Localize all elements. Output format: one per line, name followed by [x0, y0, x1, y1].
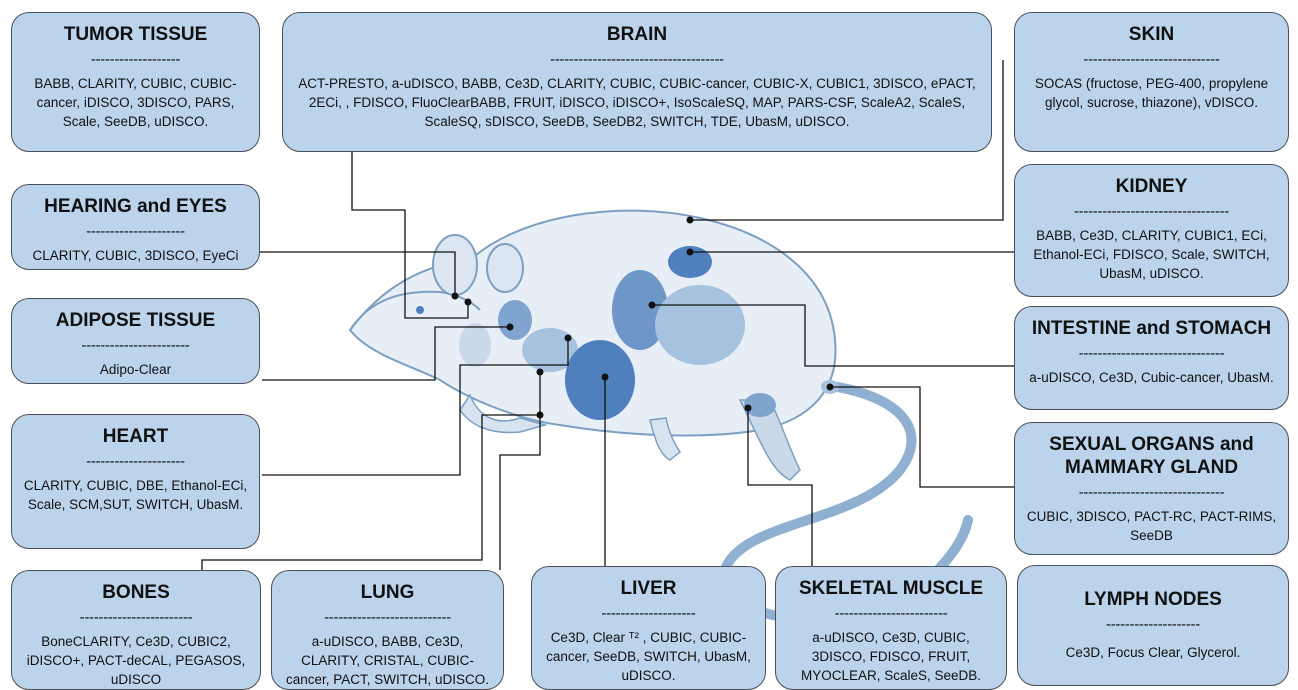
adipose-tissue-title: ADIPOSE TISSUE [12, 309, 259, 332]
bones-box: BONES ------------------------ BoneCLARI… [11, 570, 261, 690]
adipose-tissue-box: ADIPOSE TISSUE ----------------------- A… [11, 298, 260, 384]
liver-box: LIVER -------------------- Ce3D, Clear ᵀ… [531, 566, 766, 690]
lung-title: LUNG [272, 581, 503, 604]
skin-title: SKIN [1015, 23, 1288, 46]
kidney-title: KIDNEY [1015, 175, 1288, 198]
line-adipose [262, 327, 510, 380]
brain-title: BRAIN [283, 23, 991, 46]
intestine-stomach-methods: a-uDISCO, Ce3D, Cubic-cancer, UbasM. [1015, 368, 1288, 387]
sexual-organs-title: SEXUAL ORGANS and MAMMARY GLAND [1015, 433, 1288, 479]
lymph-nodes-title: LYMPH NODES [1018, 588, 1288, 611]
intestine-stomach-box: INTESTINE and STOMACH ------------------… [1014, 306, 1289, 410]
kidney-divider: --------------------------------- [1015, 204, 1288, 220]
dot-muscle [745, 405, 752, 412]
tumor-tissue-methods: BABB, CLARITY, CUBIC, CUBIC-cancer, iDIS… [12, 74, 259, 131]
lymph-nodes-methods: Ce3D, Focus Clear, Glycerol. [1018, 643, 1288, 662]
skin-methods: SOCAS (fructose, PEG-400, propylene glyc… [1015, 74, 1288, 112]
dot-bones [537, 412, 544, 419]
hearing-eyes-box: HEARING and EYES --------------------- C… [11, 184, 260, 270]
dot-hearing [452, 293, 459, 300]
line-muscle [748, 408, 812, 572]
bones-title: BONES [12, 581, 260, 604]
heart-box: HEART --------------------- CLARITY, CUB… [11, 414, 260, 549]
lung-divider: --------------------------- [272, 610, 503, 626]
liver-divider: -------------------- [532, 606, 765, 622]
skeletal-muscle-box: SKELETAL MUSCLE ------------------------… [775, 566, 1007, 690]
lung-methods: a-uDISCO, BABB, Ce3D, CLARITY, CRISTAL, … [272, 632, 503, 689]
line-lung [500, 372, 540, 570]
dot-sexual [827, 384, 834, 391]
line-sexual [830, 387, 1015, 487]
lung-box: LUNG --------------------------- a-uDISC… [271, 570, 504, 690]
dot-lung [537, 369, 544, 376]
tumor-tissue-title: TUMOR TISSUE [12, 23, 259, 46]
line-brain [352, 152, 468, 318]
skeletal-muscle-methods: a-uDISCO, Ce3D, CUBIC, 3DISCO, FDISCO, F… [776, 628, 1006, 685]
dot-liver [602, 374, 609, 381]
skin-divider: ----------------------------- [1015, 52, 1288, 68]
skin-box: SKIN ----------------------------- SOCAS… [1014, 12, 1289, 152]
bones-methods: BoneCLARITY, Ce3D, CUBIC2, iDISCO+, PACT… [12, 632, 260, 689]
brain-divider: ------------------------------------- [283, 52, 991, 68]
heart-methods: CLARITY, CUBIC, DBE, Ethanol-ECi, Scale,… [12, 476, 259, 514]
brain-methods: ACT-PRESTO, a-uDISCO, BABB, Ce3D, CLARIT… [283, 74, 991, 131]
dot-heart [565, 335, 572, 342]
kidney-box: KIDNEY ---------------------------------… [1014, 164, 1289, 297]
dot-adipose [507, 324, 514, 331]
heart-divider: --------------------- [12, 454, 259, 470]
tumor-tissue-box: TUMOR TISSUE ------------------- BABB, C… [11, 12, 260, 152]
liver-title: LIVER [532, 577, 765, 600]
liver-methods: Ce3D, Clear ᵀ² , CUBIC, CUBIC-cancer, Se… [532, 628, 765, 685]
hearing-eyes-divider: --------------------- [12, 224, 259, 240]
skeletal-muscle-title: SKELETAL MUSCLE [776, 577, 1006, 600]
hearing-eyes-title: HEARING and EYES [12, 195, 259, 218]
bones-divider: ------------------------ [12, 610, 260, 626]
dot-intestine [649, 302, 656, 309]
heart-title: HEART [12, 425, 259, 448]
dot-kidney [687, 249, 694, 256]
sexual-organs-methods: CUBIC, 3DISCO, PACT-RC, PACT-RIMS, SeeDB [1015, 507, 1288, 545]
skeletal-muscle-divider: ------------------------ [776, 606, 1006, 622]
dot-brain [465, 299, 472, 306]
intestine-stomach-title: INTESTINE and STOMACH [1015, 317, 1288, 340]
line-hearing [258, 252, 455, 296]
line-intestine [652, 305, 1015, 366]
lymph-nodes-divider: -------------------- [1018, 617, 1288, 633]
dot-skin [687, 217, 694, 224]
lymph-nodes-box: LYMPH NODES -------------------- Ce3D, F… [1017, 565, 1289, 686]
sexual-organs-divider: ------------------------------- [1015, 485, 1288, 501]
sexual-organs-box: SEXUAL ORGANS and MAMMARY GLAND --------… [1014, 422, 1289, 555]
tumor-tissue-divider: ------------------- [12, 52, 259, 68]
brain-box: BRAIN ----------------------------------… [282, 12, 992, 152]
hearing-eyes-methods: CLARITY, CUBIC, 3DISCO, EyeCi [12, 246, 259, 265]
kidney-methods: BABB, Ce3D, CLARITY, CUBIC1, ECi, Ethano… [1015, 226, 1288, 283]
adipose-tissue-methods: Adipo-Clear [12, 360, 259, 379]
intestine-stomach-divider: ------------------------------- [1015, 346, 1288, 362]
adipose-tissue-divider: ----------------------- [12, 338, 259, 354]
